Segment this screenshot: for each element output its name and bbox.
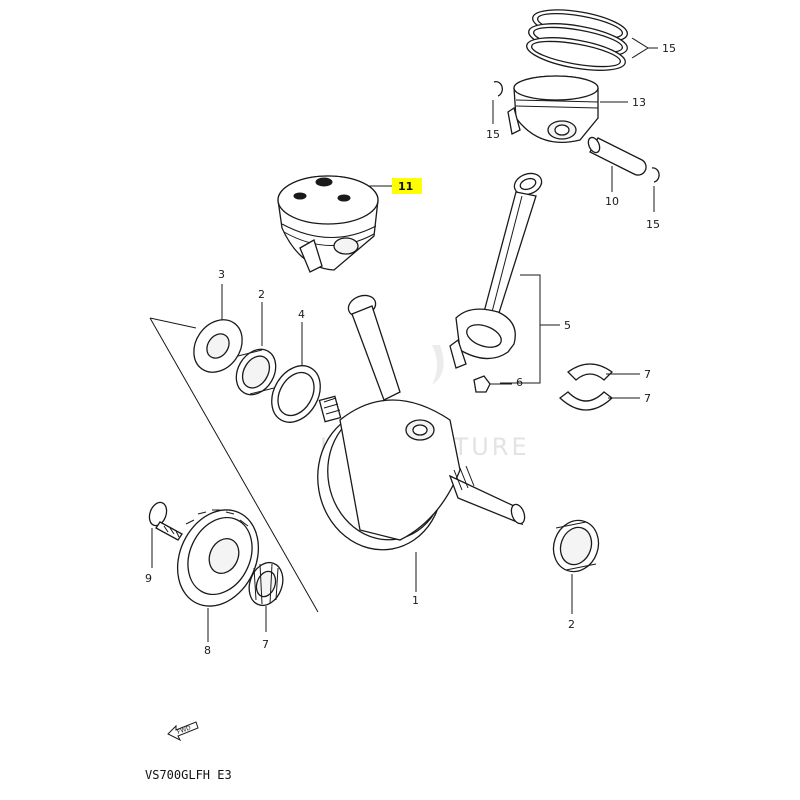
circlip-right[interactable] xyxy=(651,167,660,183)
watermark-flame-icon xyxy=(432,345,444,385)
callout-14[interactable]: 10 xyxy=(605,195,619,208)
callout-8[interactable]: 7 xyxy=(262,638,269,651)
circlip-upper-left[interactable] xyxy=(493,80,503,97)
callout-6[interactable]: 6 xyxy=(516,376,523,389)
starter-clutch-bolt[interactable] xyxy=(146,500,183,541)
needle-bearing[interactable] xyxy=(243,558,288,610)
callout-11[interactable]: 11 xyxy=(398,180,413,193)
callout-4[interactable]: 4 xyxy=(298,308,305,321)
callout-15b[interactable]: 15 xyxy=(646,218,660,231)
leader-13 xyxy=(631,37,649,59)
callout-15a[interactable]: 15 xyxy=(486,128,500,141)
callout-2a[interactable]: 2 xyxy=(258,288,265,301)
reference-diagonal-line xyxy=(149,317,319,613)
callout-2b[interactable]: 2 xyxy=(568,618,575,631)
oil-seal[interactable] xyxy=(262,357,330,431)
con-rod-nut[interactable] xyxy=(473,375,491,393)
callout-1[interactable]: 1 xyxy=(412,594,419,607)
fwd-arrow-icon: FWD xyxy=(167,721,199,742)
callout-5[interactable]: 5 xyxy=(564,319,571,332)
crankshaft[interactable] xyxy=(307,292,527,560)
callout-7a[interactable]: 7 xyxy=(644,368,651,381)
con-rod-bearing-lower[interactable] xyxy=(558,391,614,411)
connecting-rod[interactable] xyxy=(449,170,545,369)
crank-bearing-left[interactable] xyxy=(228,342,283,402)
leader-5 xyxy=(500,274,541,384)
callout-7b[interactable]: 7 xyxy=(644,392,651,405)
starter-clutch-gear[interactable] xyxy=(162,497,273,620)
callout-3[interactable]: 3 xyxy=(218,268,225,281)
fwd-label: FWD xyxy=(176,724,192,735)
crank-bearing-right[interactable] xyxy=(546,514,605,578)
model-code: VS700GLFH E3 xyxy=(145,768,232,782)
piston-upper[interactable] xyxy=(507,75,599,144)
callout-11-highlight xyxy=(392,178,422,194)
callout-13[interactable]: 15 xyxy=(662,42,676,55)
callout-12[interactable]: 13 xyxy=(632,96,646,109)
thrust-washer[interactable] xyxy=(184,310,252,381)
piston-front[interactable] xyxy=(277,175,379,273)
callout-9[interactable]: 8 xyxy=(204,644,211,657)
piston-pin[interactable] xyxy=(586,136,647,176)
piston-rings[interactable] xyxy=(524,4,629,77)
con-rod-bearing-upper[interactable] xyxy=(567,363,613,381)
callout-10[interactable]: 9 xyxy=(145,572,152,585)
